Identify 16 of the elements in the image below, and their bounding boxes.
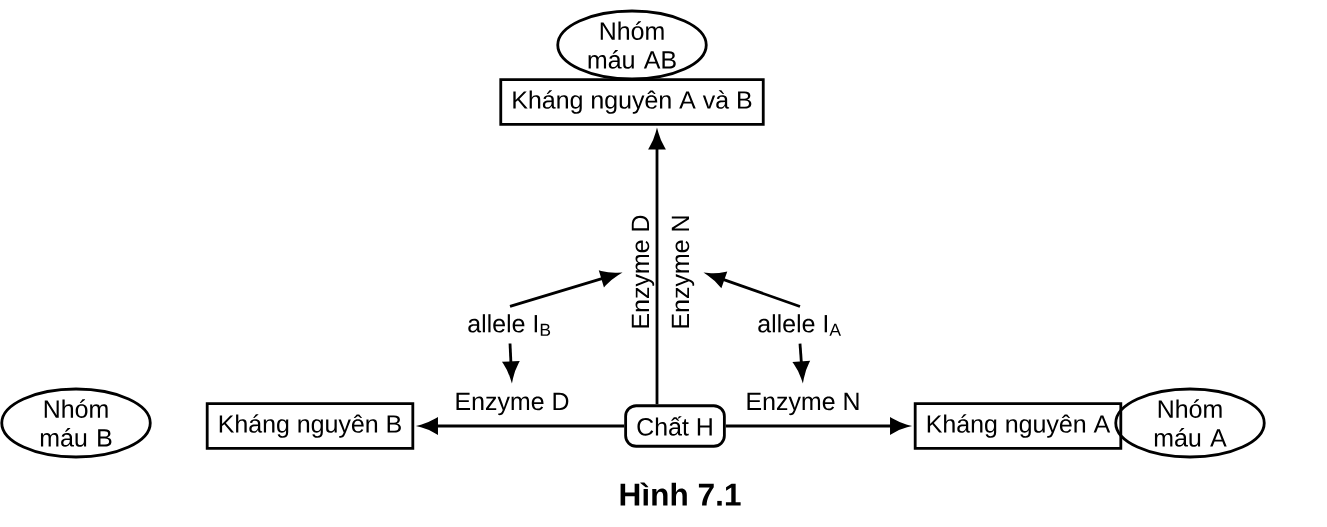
text-label: allele I$_{A}$ [758,314,841,336]
ellipse-node: Nhóm máu B [0,387,152,459]
caption: Hình 7.1 [620,482,741,506]
text-label: Enzyme D [456,392,569,416]
rectangle-box: Kháng nguyên A và B [499,78,765,126]
rectangle-box: Kháng nguyên A [913,402,1123,450]
rounded-box: Chất H [624,404,726,448]
text-label: allele I$_{B}$ [468,314,551,336]
rectangle-box: Kháng nguyên B [205,402,415,450]
arrow [419,418,625,434]
ellipse-node: Nhóm máu A [1114,387,1266,459]
arrow [725,418,909,434]
text-label: Enzyme N [747,392,859,416]
rotated-label: Enzyme D [631,215,655,328]
rotated-label: Enzyme N [671,216,695,328]
ellipse-node: Nhóm máu AB [556,9,708,81]
